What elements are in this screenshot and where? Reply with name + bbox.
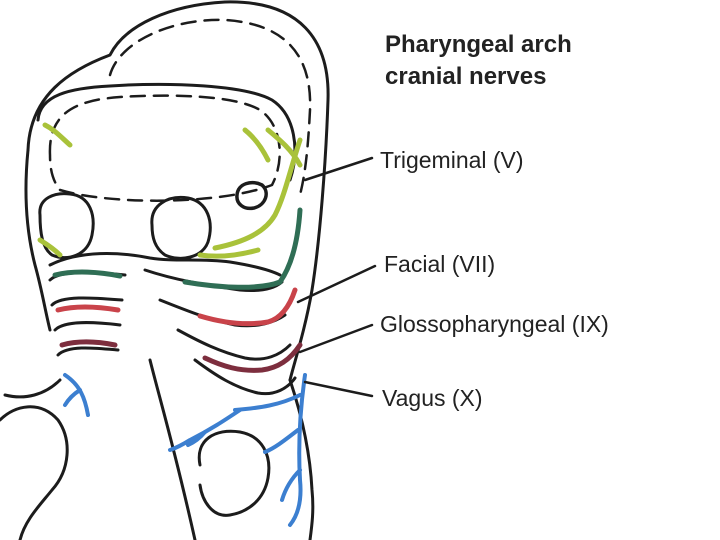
arch-ridge-left-2 bbox=[50, 296, 124, 307]
right-optic-vesicle bbox=[150, 195, 212, 260]
vagus-nerve-left bbox=[63, 373, 90, 417]
facial-leader-line bbox=[296, 264, 377, 304]
upper-chamber-outline bbox=[36, 82, 297, 182]
label-glossopharyngeal: Glossopharyngeal (IX) bbox=[380, 311, 609, 337]
mid-trunk bbox=[148, 358, 197, 540]
arch-ridge-left-3 bbox=[53, 321, 122, 332]
glossopharyngeal-nerve-left bbox=[55, 304, 121, 313]
left-head-side bbox=[24, 148, 52, 332]
heart-outline bbox=[197, 429, 271, 517]
arch-ridge-left-4 bbox=[56, 346, 120, 357]
vagus-nerve-branch-1 bbox=[233, 393, 302, 412]
vagus-arch-nerve-left bbox=[59, 339, 118, 348]
arch-ridge-right-3 bbox=[176, 328, 292, 361]
diagram-title-line-2: cranial nerves bbox=[385, 63, 546, 90]
left-optic-vesicle bbox=[38, 192, 95, 260]
right-trunk bbox=[288, 378, 315, 540]
vagus-nerve-left-branch bbox=[63, 388, 82, 407]
glossopharyngeal-leader-line bbox=[298, 323, 374, 354]
trigeminal-leader-line bbox=[303, 156, 374, 182]
lower-body-left bbox=[3, 378, 62, 399]
otic-pit bbox=[235, 181, 268, 211]
vagus-nerve-branch-4 bbox=[168, 408, 242, 452]
vagus-arch-nerve-right bbox=[202, 342, 303, 373]
trigeminal-nerve-main bbox=[212, 137, 303, 251]
vagus-leader-line bbox=[303, 380, 374, 398]
label-vagus: Vagus (X) bbox=[382, 385, 483, 411]
facial-nerve-right bbox=[182, 207, 303, 290]
trigeminal-nerve-left bbox=[42, 122, 73, 148]
glossopharyngeal-nerve-right bbox=[197, 287, 298, 327]
arch-ridge-right-1 bbox=[143, 268, 284, 292]
vagus-nerve-main bbox=[288, 373, 307, 527]
trigeminal-nerve-upper bbox=[265, 127, 303, 168]
vagus-nerve-branch-3 bbox=[280, 468, 302, 502]
head-outline bbox=[26, 0, 330, 382]
trigeminal-nerve-branch bbox=[242, 127, 271, 163]
vagus-nerve-branch-5 bbox=[186, 430, 207, 447]
arch-ridge-right-4 bbox=[193, 358, 297, 396]
label-facial: Facial (VII) bbox=[384, 251, 495, 277]
diagram-title-line-1: Pharyngeal arch bbox=[385, 31, 572, 58]
trigeminal-nerve-left-lower bbox=[37, 237, 63, 258]
vagus-nerve-branch-2 bbox=[263, 428, 300, 454]
facial-nerve-left bbox=[52, 269, 123, 279]
trigeminal-nerve-lower bbox=[197, 247, 261, 259]
label-trigeminal: Trigeminal (V) bbox=[380, 147, 524, 173]
mouth-ridge bbox=[48, 252, 282, 277]
lower-body-bulge bbox=[0, 405, 69, 540]
dashed-forebrain-outline bbox=[108, 18, 312, 197]
